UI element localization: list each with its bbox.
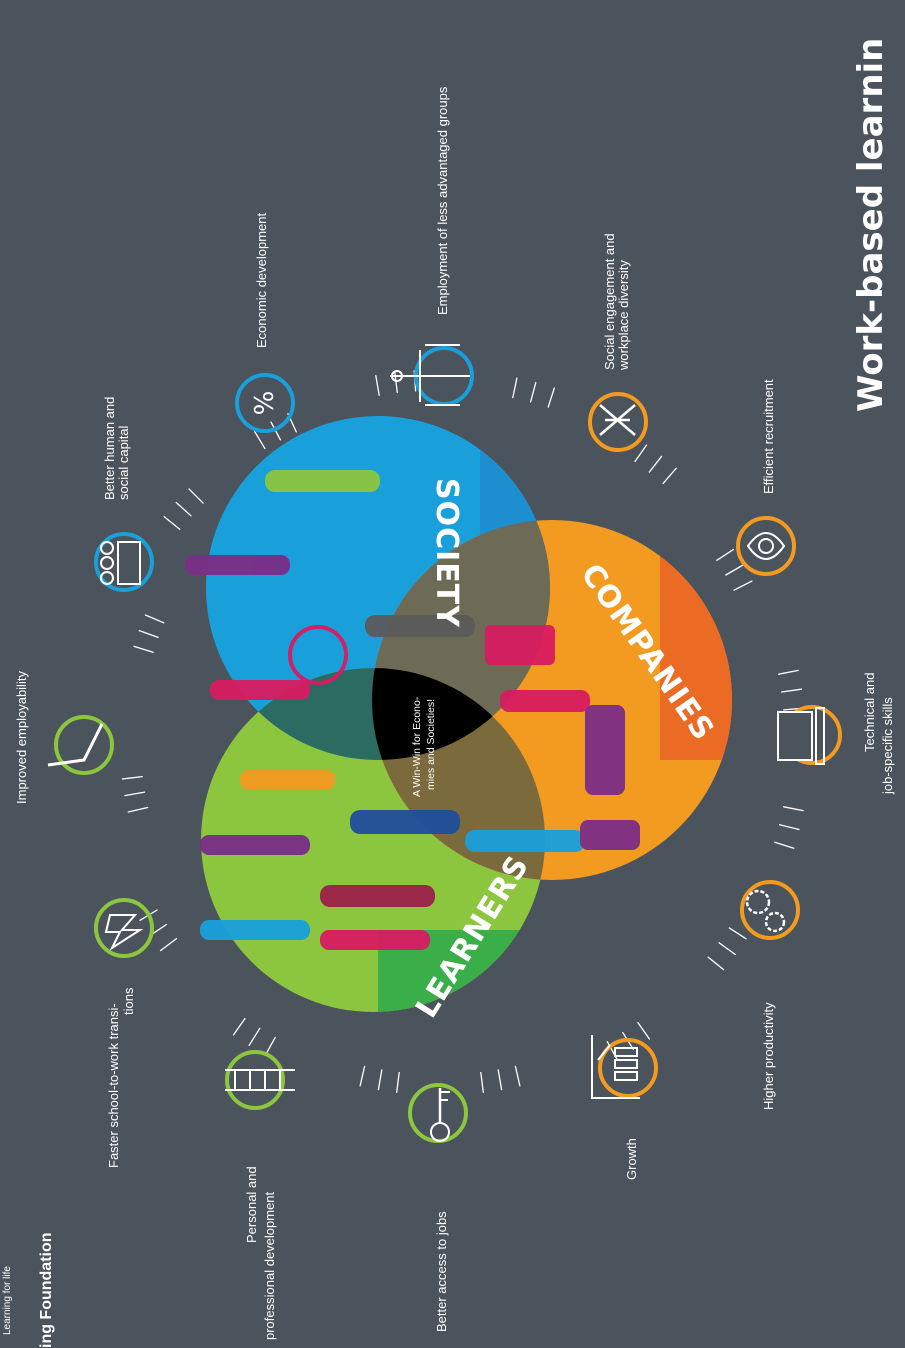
tick-mark xyxy=(396,1071,400,1094)
svg-text:tions: tions xyxy=(121,987,136,1015)
logo-tagline: Learning for life xyxy=(2,1266,13,1335)
venn-diagram: SOCIETY COMPANIES LEARNERS A Win-Win for… xyxy=(185,416,732,1024)
tick-mark xyxy=(248,1027,261,1046)
svg-text:professional development: professional development xyxy=(262,1191,277,1340)
laptop-icon xyxy=(777,705,842,765)
lightning-icon xyxy=(94,898,154,958)
people-silhouettes xyxy=(185,470,640,950)
tick-mark xyxy=(774,841,795,849)
check-icon xyxy=(47,715,114,775)
label-technical-skills: Technical and job-specific skills xyxy=(862,673,895,796)
people-icon xyxy=(94,532,154,592)
tick-mark xyxy=(359,1065,366,1087)
tick-mark xyxy=(662,467,677,485)
tick-mark xyxy=(232,1017,246,1036)
tick-mark xyxy=(159,937,178,952)
center-text-line1: A Win-Win for Econo- xyxy=(411,696,423,797)
svg-text:Social engagement and: Social engagement and xyxy=(602,233,617,370)
tick-mark xyxy=(716,548,735,561)
label-human-capital: Better human and social capital xyxy=(102,397,131,500)
label-personal-development: Personal and professional development xyxy=(244,1166,277,1340)
tick-mark xyxy=(127,806,149,813)
tick-mark xyxy=(144,614,165,624)
logo: Learning for life ing Foundation xyxy=(2,1232,55,1348)
label-recruitment: Efficient recruitment xyxy=(761,379,776,494)
label-less-advantaged: Employment of less advantaged groups xyxy=(435,86,450,315)
tick-mark xyxy=(707,956,725,971)
tick-mark xyxy=(780,688,803,693)
tick-mark xyxy=(514,1065,521,1087)
gears-icon xyxy=(740,880,800,940)
tick-mark xyxy=(377,1069,383,1091)
label-faster-transitions: Faster school-to-work transi- tions xyxy=(106,987,136,1168)
tick-mark xyxy=(163,515,181,530)
tick-mark xyxy=(778,669,799,675)
tick-mark xyxy=(138,629,159,639)
tick-mark xyxy=(497,1069,503,1091)
tick-mark xyxy=(375,374,380,396)
tick-mark xyxy=(121,775,143,780)
tick-mark xyxy=(175,501,192,517)
logo-name: ing Foundation xyxy=(38,1232,55,1348)
tick-mark xyxy=(133,645,154,653)
label-economic: Economic development xyxy=(254,212,269,348)
ladder-icon xyxy=(225,1050,295,1110)
page-title: Work-based learnin xyxy=(851,38,891,412)
tick-mark xyxy=(725,564,744,576)
tick-mark xyxy=(529,381,537,403)
eye-icon xyxy=(736,516,796,576)
growth-chart-icon xyxy=(591,1035,658,1099)
tick-mark xyxy=(728,927,747,940)
svg-text:social capital: social capital xyxy=(116,425,131,500)
label-employability: Improved employability xyxy=(14,671,29,804)
scales-icon xyxy=(390,344,474,406)
benefit-labels: Faster school-to-work transi- tions Impr… xyxy=(14,86,895,1340)
tick-mark xyxy=(480,1071,484,1094)
label-productivity: Higher productivity xyxy=(761,1002,776,1110)
percent-icon: % xyxy=(235,373,295,433)
svg-text:Better human and: Better human and xyxy=(102,397,117,500)
tick-mark xyxy=(264,1036,276,1056)
tick-mark xyxy=(634,444,648,463)
tick-mark xyxy=(718,942,736,956)
tick-marks xyxy=(121,370,805,1094)
overlap-society-companies xyxy=(372,520,550,760)
label-social-engagement: Social engagement and workplace diversit… xyxy=(602,233,631,371)
tick-mark xyxy=(648,455,663,473)
benefit-icons: % xyxy=(47,344,842,1143)
tick-mark xyxy=(778,824,800,831)
tick-mark xyxy=(188,488,204,504)
tick-mark xyxy=(637,1021,651,1040)
tick-mark xyxy=(124,791,146,797)
svg-text:Faster school-to-work transi-: Faster school-to-work transi- xyxy=(106,1003,121,1168)
svg-text:job-specific skills: job-specific skills xyxy=(880,697,895,795)
tick-mark xyxy=(782,806,804,812)
center-text-line2: mies and Societies! xyxy=(425,699,437,790)
svg-text:%: % xyxy=(250,391,280,416)
tick-mark xyxy=(547,387,555,408)
society-label: SOCIETY xyxy=(429,478,464,628)
key-icon xyxy=(408,1083,468,1143)
tick-mark xyxy=(512,377,518,399)
label-growth: Growth xyxy=(624,1138,639,1180)
label-access-jobs: Better access to jobs xyxy=(434,1211,449,1332)
svg-text:workplace diversity: workplace diversity xyxy=(616,260,631,371)
svg-text:Technical and: Technical and xyxy=(862,673,877,753)
tick-mark xyxy=(253,430,266,450)
overlap-learners-companies xyxy=(372,668,545,880)
tick-mark xyxy=(733,580,753,591)
handshake-icon xyxy=(588,392,648,452)
svg-text:Personal and: Personal and xyxy=(244,1166,259,1243)
